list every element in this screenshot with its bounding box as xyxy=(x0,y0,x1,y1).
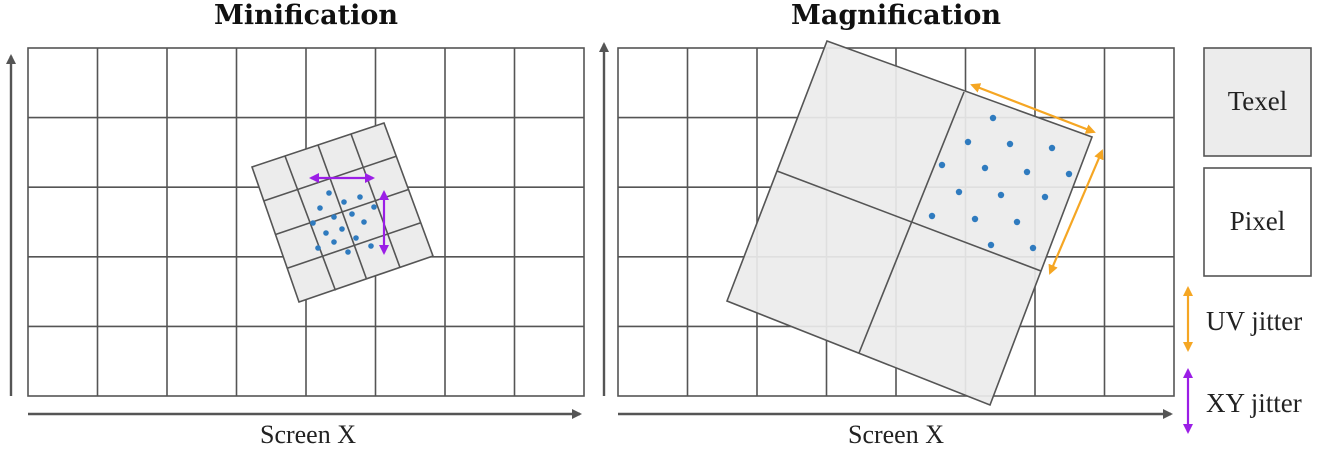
texel-grid-left xyxy=(250,121,435,304)
magnification-panel: Magnification xyxy=(599,0,1175,449)
xy-jitter-label: XY jitter xyxy=(1206,388,1302,418)
x-axis-label-left: Screen X xyxy=(260,420,356,449)
legend-xy-jitter: XY jitter xyxy=(1183,368,1302,434)
minification-title: Minification xyxy=(214,0,398,31)
legend-pixel-label: Pixel xyxy=(1230,206,1286,236)
texel-grid-right xyxy=(725,39,1094,407)
legend-texel: Texel xyxy=(1203,47,1312,157)
legend-uv-jitter: UV jitter xyxy=(1183,286,1302,352)
legend-texel-label: Texel xyxy=(1228,86,1288,116)
legend-pixel: Pixel xyxy=(1203,167,1312,277)
uv-jitter-arrow-top xyxy=(970,83,1096,134)
minification-panel: Minification xyxy=(5,0,585,449)
sample-points-right xyxy=(928,114,1073,252)
sample-points-left xyxy=(310,190,377,255)
legend: Texel Pixel UV jitter XY jitter xyxy=(1183,47,1312,434)
x-axis-label-right: Screen X xyxy=(848,420,944,449)
uv-jitter-label: UV jitter xyxy=(1206,306,1302,336)
magnification-title: Magnification xyxy=(791,0,1001,31)
uv-jitter-arrow-side xyxy=(1048,149,1104,275)
